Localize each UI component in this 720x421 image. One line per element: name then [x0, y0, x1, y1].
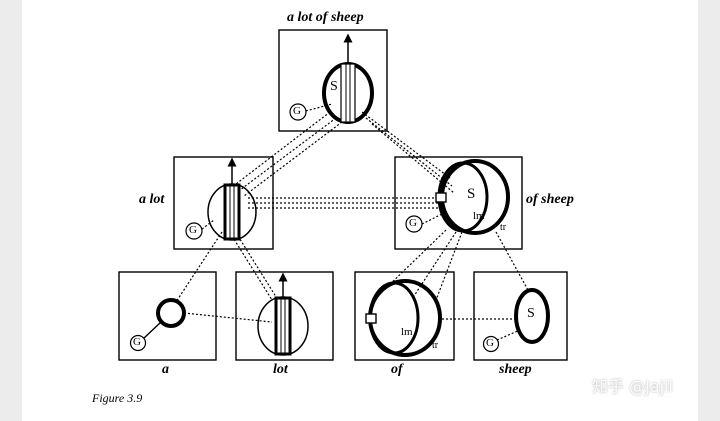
g-mark-sheep: G	[486, 337, 494, 349]
connector-ofsheep-of-1	[381, 229, 447, 293]
g-mark-top: G	[293, 105, 301, 117]
label-of: of	[391, 362, 403, 377]
frame-boxes	[118, 29, 568, 361]
connector-a-lot	[183, 312, 273, 323]
bar-rect	[274, 296, 292, 356]
connector-ofsheep-of-2	[413, 231, 457, 297]
connector-top-left-3	[243, 121, 343, 197]
figure-caption: Figure 3.9	[92, 391, 143, 405]
connector-alot-lot-2	[237, 235, 279, 301]
node-of-sheep	[405, 159, 510, 235]
link-stub	[435, 192, 447, 203]
outer-ellipse	[368, 279, 442, 357]
tr-mark-of: tr	[432, 340, 439, 351]
node-sheep	[482, 288, 550, 353]
label-lot: lot	[273, 362, 288, 377]
s-mark-top: S	[330, 79, 338, 94]
box-of	[354, 271, 455, 361]
node-of	[365, 279, 442, 357]
connector-top-left-2	[239, 117, 337, 191]
g-mark-of-sheep: G	[409, 217, 417, 229]
connector-alot-lot-1	[231, 235, 273, 301]
connector-ofsheep-sheep	[495, 231, 529, 291]
connector-top-right-2	[365, 117, 453, 187]
box-a	[118, 271, 217, 361]
node-lot	[257, 272, 309, 356]
g-circle	[482, 335, 500, 353]
node-a	[129, 298, 186, 352]
box-a-lot-of-sheep	[278, 29, 388, 132]
g-circle	[129, 334, 147, 352]
connector-top-left-1	[235, 111, 331, 185]
node-a-lot	[185, 157, 257, 241]
watermark-text: 知乎 @Jajil	[592, 377, 673, 396]
tr-mark-of-sheep: tr	[500, 222, 507, 233]
g-link-ofsheep	[421, 211, 447, 225]
box-a-lot	[173, 156, 274, 250]
link-stub	[365, 313, 377, 324]
g-circle	[185, 222, 203, 240]
box-sheep	[473, 271, 568, 361]
box-lot	[235, 271, 334, 361]
node-a-lot-of-sheep	[289, 33, 374, 124]
bar-rect	[223, 183, 241, 241]
connector-top-right-1	[361, 111, 451, 179]
g-circle	[405, 215, 423, 233]
inner-ellipse	[368, 281, 420, 355]
label-of-sheep: of sheep	[526, 192, 574, 207]
label-a: a	[162, 362, 169, 377]
box-of-sheep	[394, 156, 523, 250]
label-sheep: sheep	[499, 362, 532, 377]
bar-rect	[340, 63, 356, 123]
g-mark-a-lot: G	[189, 224, 197, 236]
profile-ellipse	[514, 288, 550, 344]
g-link-alot	[201, 219, 215, 230]
lm-mark-of-sheep: lm	[473, 210, 485, 222]
s-mark-of-sheep: S	[467, 186, 476, 202]
dot-circle	[156, 298, 186, 328]
connector-alot-a	[175, 231, 223, 303]
label-a-lot: a lot	[139, 192, 165, 207]
g-mark-a: G	[133, 336, 141, 348]
g-link-sheep	[496, 329, 521, 341]
lm-mark-of: lm	[401, 326, 413, 338]
label-a-lot-of-sheep: a lot of sheep	[287, 10, 364, 25]
s-mark-sheep: S	[527, 306, 535, 321]
connector-ofsheep-of-3	[435, 231, 463, 301]
g-circle	[289, 103, 307, 121]
